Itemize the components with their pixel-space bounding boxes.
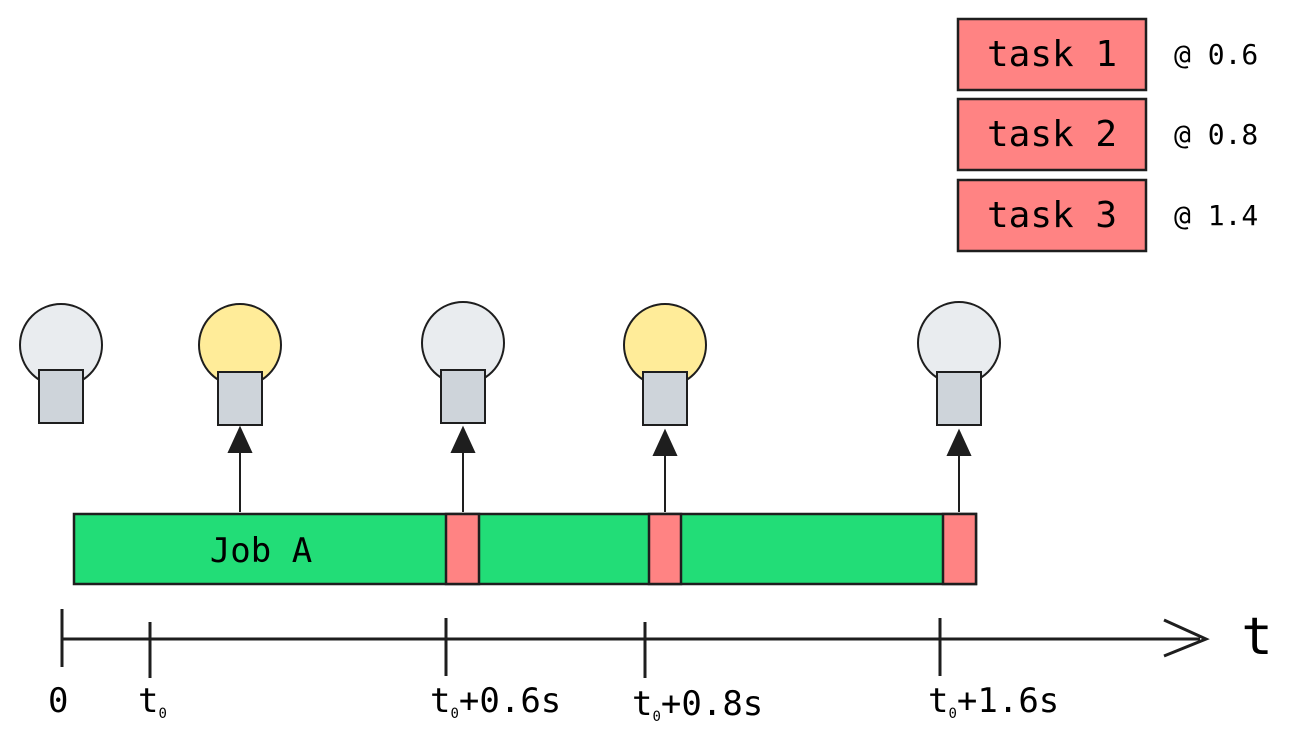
task-3-box	[956, 178, 1148, 253]
tick-label: t0+1.6s	[928, 681, 1059, 722]
job-label: Job A	[210, 531, 312, 571]
job-a-segment	[72, 512, 978, 586]
task-1-rate: @ 0.6	[1174, 38, 1258, 71]
bulb-3-base	[440, 369, 486, 424]
trigger-arrows	[227, 425, 972, 512]
time-axis	[60, 609, 1210, 678]
task-3-label: task 3	[987, 195, 1117, 236]
arrow-up-icon	[652, 428, 678, 512]
tick-label: t0	[138, 681, 167, 722]
tick-labels: 0 t0 t0+0.6s t0+0.8s t0+1.6s	[48, 681, 1059, 725]
task-2-entry: task 2 @ 0.8	[956, 97, 1258, 172]
task-1-box	[956, 17, 1148, 92]
bulb-5-base	[936, 371, 982, 426]
axis-arrowhead-icon	[1163, 618, 1210, 658]
task-slice	[941, 512, 978, 586]
bulb-2-base	[217, 371, 263, 426]
task-2-rate: @ 0.8	[1174, 118, 1258, 151]
arrow-up-icon	[227, 425, 253, 512]
task-slice	[647, 512, 683, 586]
bulb-icon	[19, 303, 103, 424]
task-legend: task 1 @ 0.6 task 2 @ 0.8 task 3 @ 1.4	[956, 17, 1258, 253]
task-2-box	[956, 97, 1148, 172]
task-3-rate: @ 1.4	[1174, 199, 1258, 232]
bulb-icon	[421, 301, 505, 424]
bulb-icon	[623, 303, 707, 426]
task-3-entry: task 3 @ 1.4	[956, 178, 1258, 253]
axis-variable-label: t	[1241, 607, 1272, 667]
tick-label: t0+0.6s	[430, 681, 561, 722]
bulb-icon	[198, 303, 282, 426]
tick-label: t0+0.8s	[632, 684, 763, 725]
arrow-up-icon	[946, 428, 972, 512]
bulb-4-base	[642, 371, 688, 426]
bulb-icon	[917, 301, 1001, 426]
bulb-1-base	[38, 369, 84, 424]
task-slice	[444, 512, 481, 586]
arrow-up-icon	[450, 425, 476, 512]
task-1-label: task 1	[987, 34, 1117, 75]
tick-label: 0	[48, 681, 68, 721]
job-bar: Job A	[72, 512, 978, 586]
task-1-entry: task 1 @ 0.6	[956, 17, 1258, 92]
bulb-row	[19, 301, 1001, 426]
task-2-label: task 2	[987, 114, 1117, 155]
